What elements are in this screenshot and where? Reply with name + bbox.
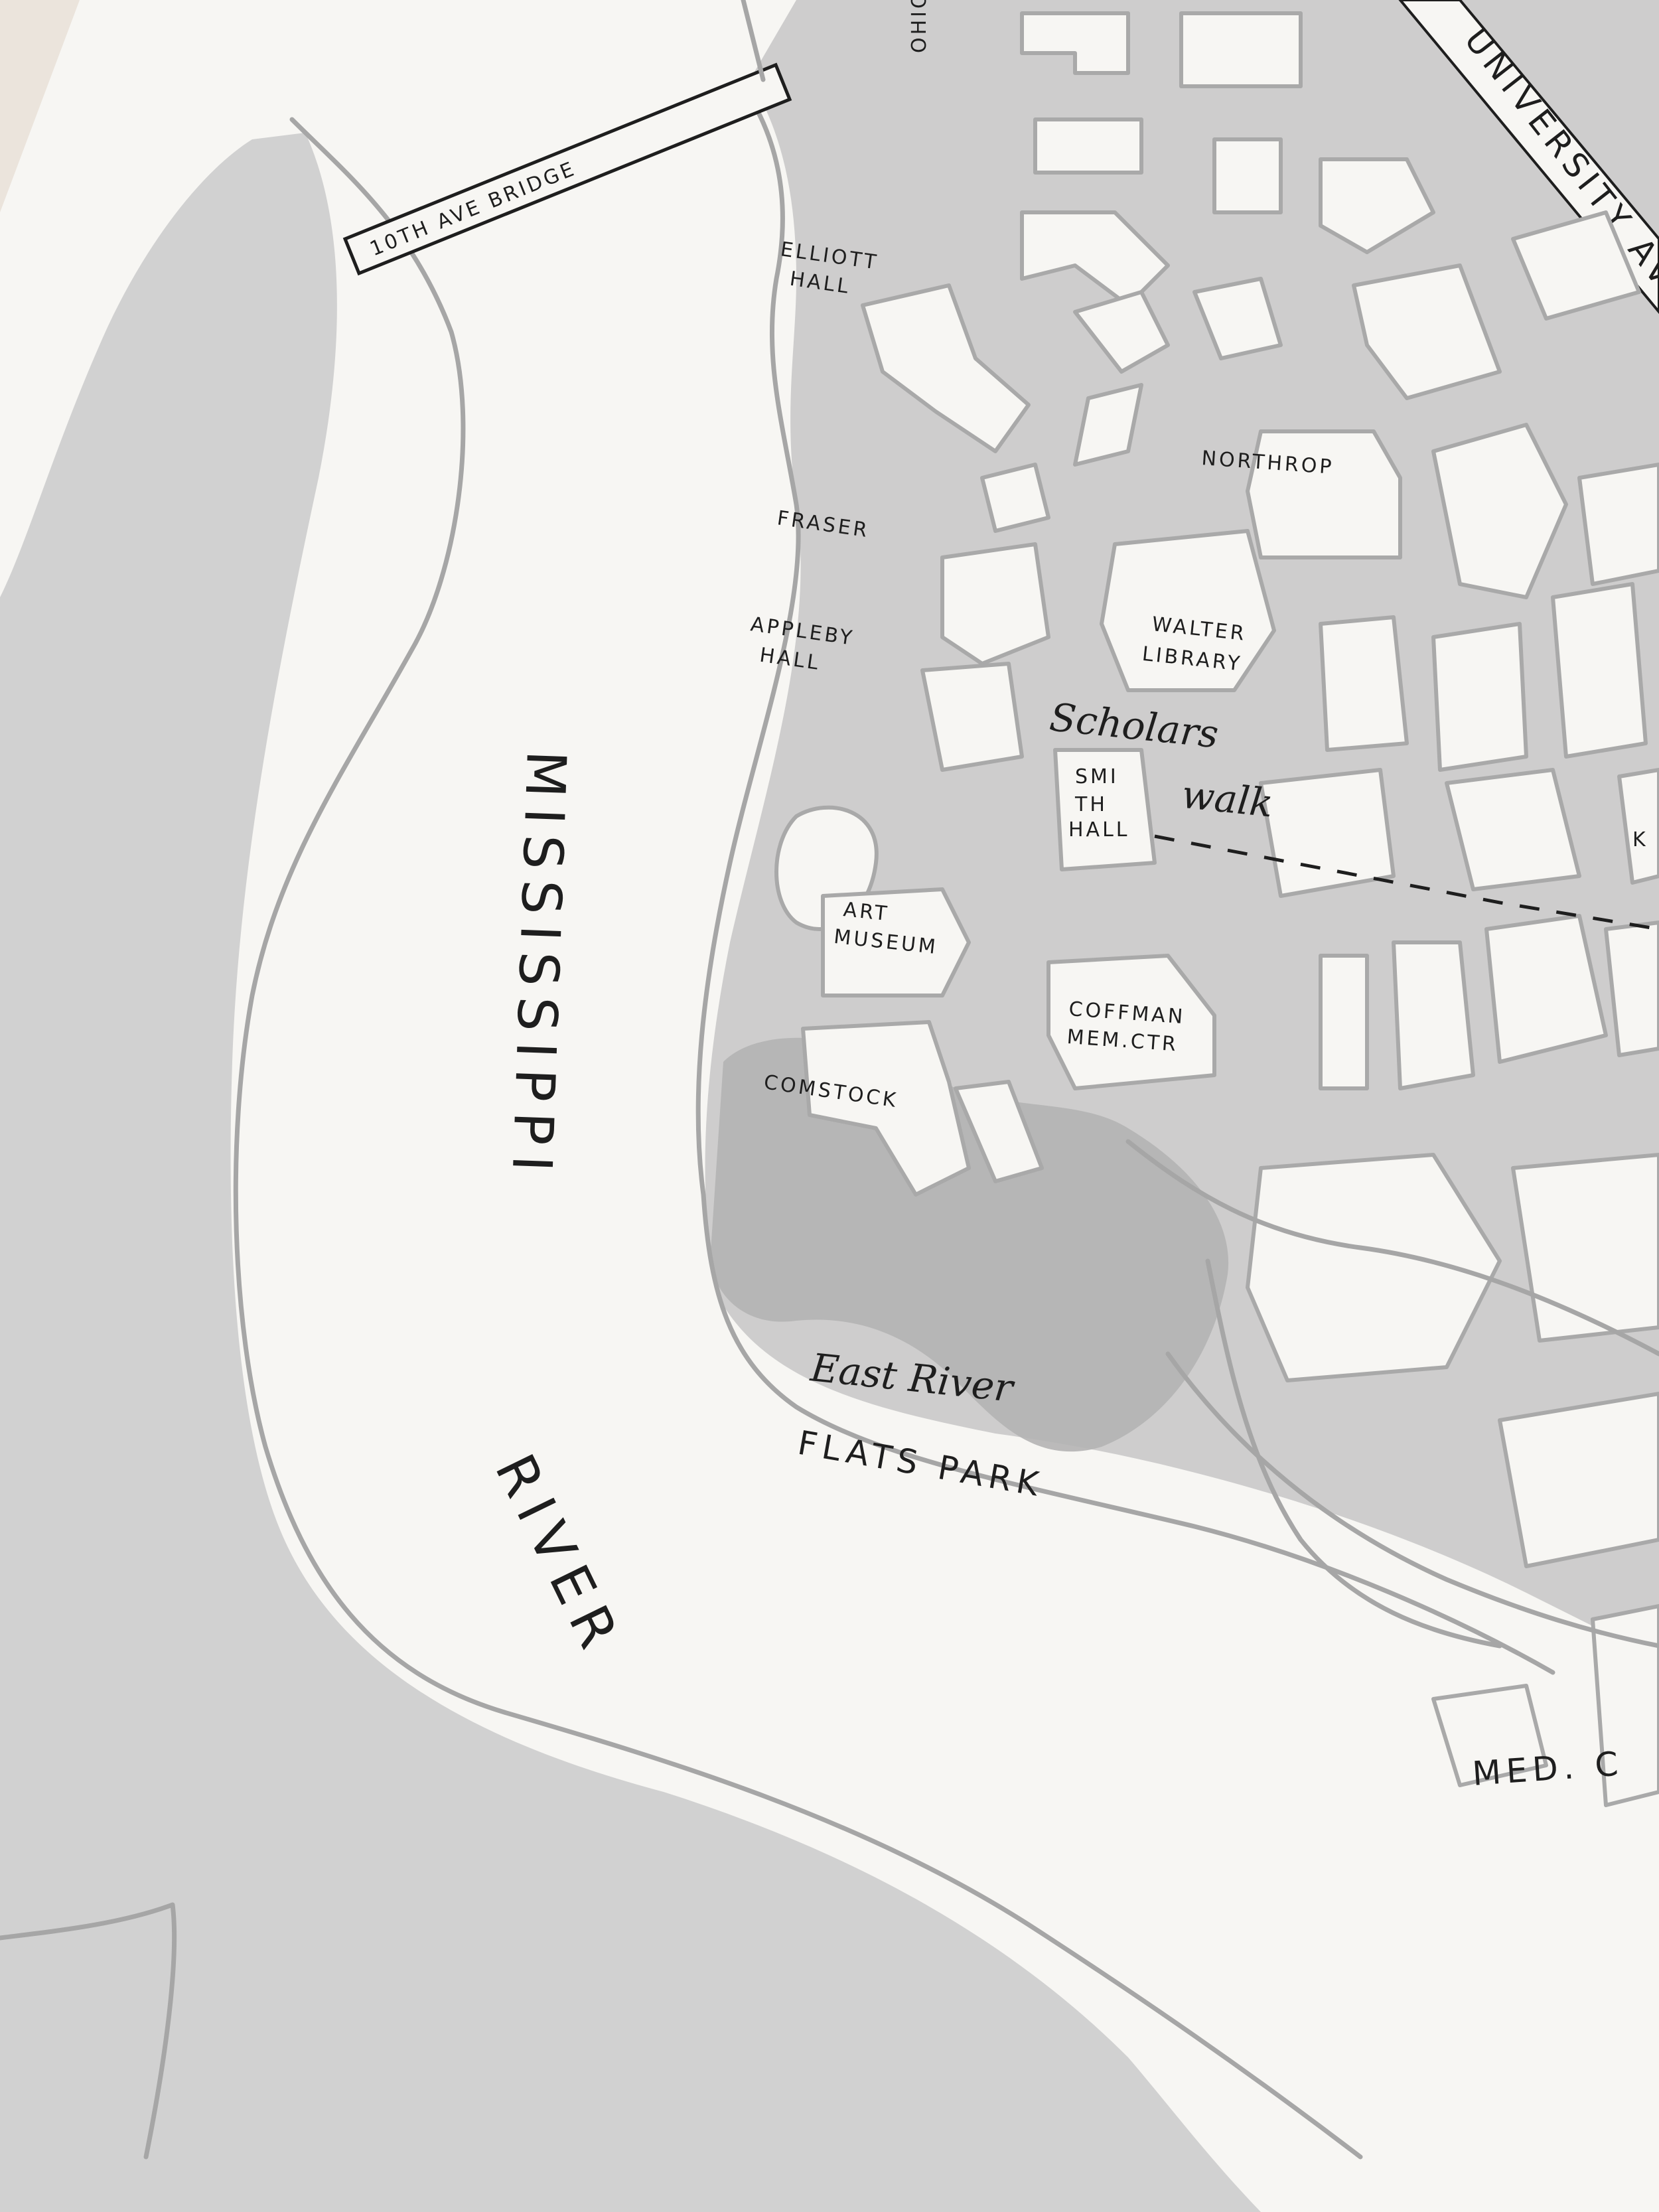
building-south-5 [1246,1153,1502,1382]
building-south-7 [1498,1392,1659,1568]
ohio-street [741,0,766,82]
building-south-6 [1511,1153,1659,1343]
street-washington-ave [1125,1139,1659,1357]
building-comstock-east [954,1080,1044,1183]
building-mall-mid [1319,615,1409,752]
building-east-row-2 [1192,277,1283,360]
ohio-street-label: OHIO [908,0,931,53]
building-far-east [1577,463,1659,586]
building-mall-south-2 [1445,768,1581,891]
label-mississippi: MISSISSIPPI [499,749,577,1183]
building-north-5 [1319,157,1435,254]
park-wash [710,1037,1229,1452]
river-channel-southwest [0,1902,177,2160]
street-church [1205,1258,1502,1649]
building-med-center [1431,1684,1548,1787]
building-mall-east-3 [1551,582,1648,759]
building-appleby-hall [920,662,1024,772]
label-k-edge: K [1632,828,1648,851]
building-mall-east [1431,423,1568,599]
scholars-walk-path [1154,834,1659,931]
river-wash [0,133,1261,2212]
building-k [1617,768,1659,885]
building-north-1 [1020,11,1130,75]
mississippi-river [236,100,1659,2212]
building-east-row-3 [1352,263,1502,400]
building-coffman-memorial [1046,954,1216,1090]
building-walter-library [1100,529,1276,692]
building-comstock [801,1020,971,1197]
building-south-1 [1319,954,1369,1090]
paper-corner-background [0,0,80,212]
building-northrop [1246,429,1402,559]
building-art-museum [821,887,971,997]
street-east-river-pkwy [1165,1351,1659,1649]
building-mall-east-2 [1431,622,1528,772]
building-north-2 [1179,11,1303,88]
building-east-edge [1591,1604,1659,1807]
ohio-street-label-group: OHIO [908,0,931,53]
building-east-row-1 [1073,290,1170,374]
building-fraser [940,542,1050,666]
building-south-3 [1484,914,1608,1064]
label-scholars-walk-line2: walk [1179,772,1275,826]
building-east-row-4 [1511,210,1641,321]
river-bank-east [695,84,1555,1675]
building-north-3 [1033,117,1143,175]
label-art-museum-line1: ART [842,898,891,926]
building-south-2 [1392,940,1475,1090]
campus-streets [1125,1139,1659,1649]
building-elliott-hall [861,283,1031,453]
building-mid-1 [1073,383,1143,467]
label-smith-hall-line2: TH [1074,793,1108,816]
label-smith-hall-line1: SMI [1075,765,1119,788]
campus-buildings [774,11,1659,1807]
building-north-6 [1212,137,1283,214]
building-mid-2 [980,463,1050,533]
building-smith-hall [1053,748,1157,871]
building-mall-south [1259,768,1396,898]
label-smith-hall-line3: HALL [1068,818,1130,842]
river-bank-west [233,117,1363,2160]
